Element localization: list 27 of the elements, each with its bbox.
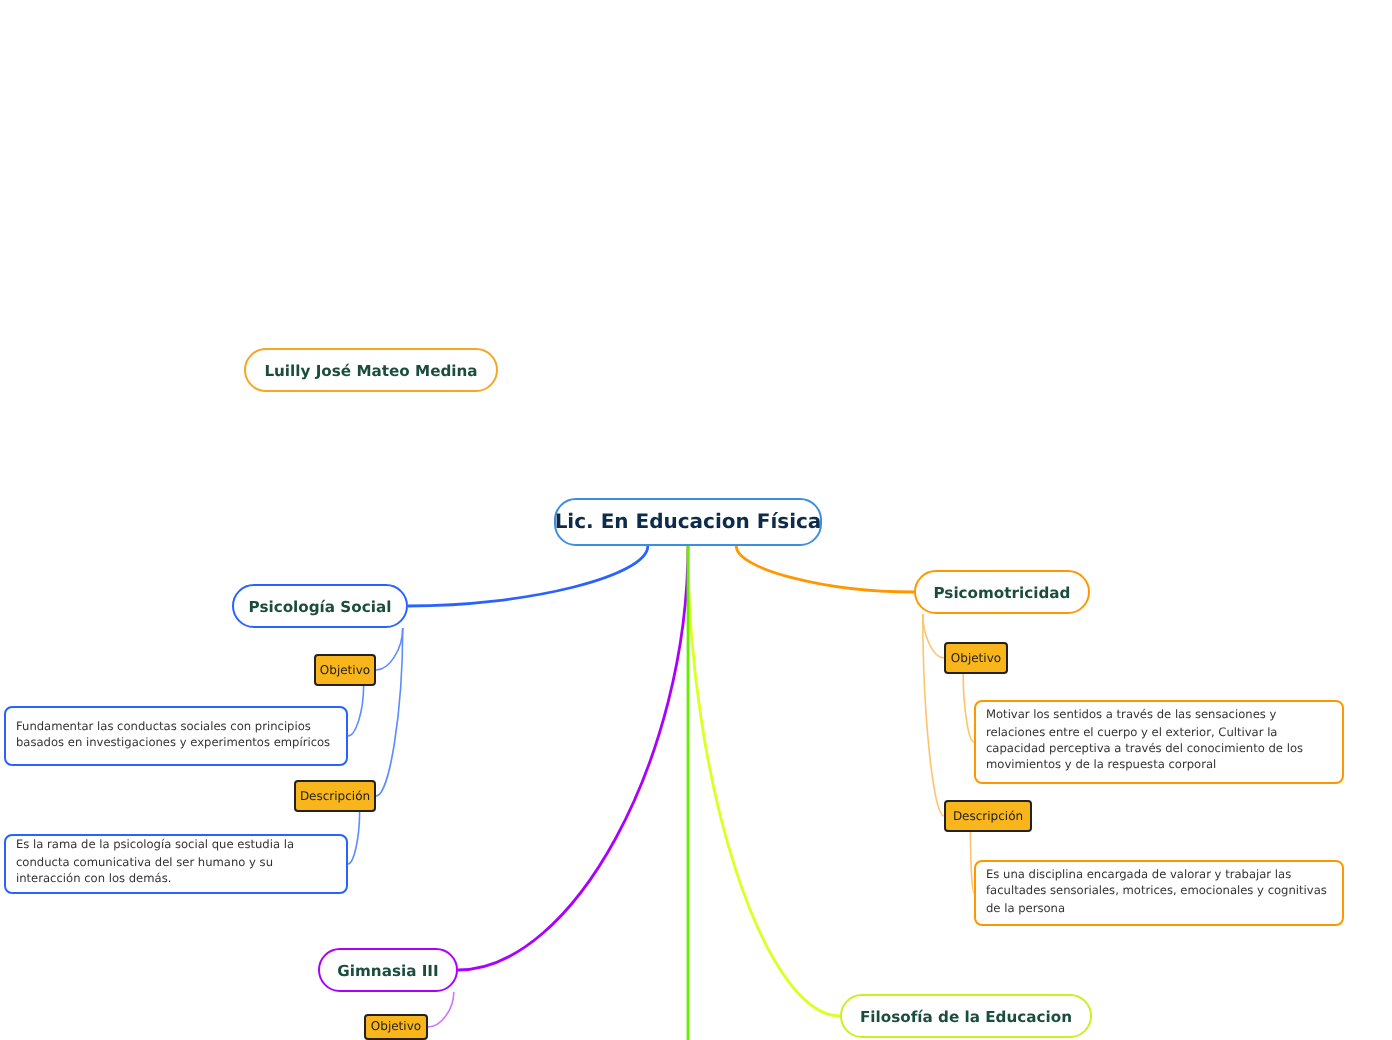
topic-box [914,570,1090,614]
connector-line [962,673,975,743]
connector-line [922,613,945,817]
topic-box [244,348,498,392]
note-box [974,700,1344,784]
connector-line [375,627,404,797]
connector-line [969,831,975,894]
connector-line [734,545,915,594]
note-box [4,834,348,894]
connector-line [686,546,690,1040]
label-tag [314,654,376,686]
topic-box [232,584,408,628]
connector-line [427,991,455,1028]
connector-line [407,545,650,608]
note-box [974,860,1344,926]
label-tag [944,642,1008,674]
label-tag [364,1014,428,1040]
topic-box [318,948,458,992]
topic-title: Lic. En Educacion Física [554,511,822,533]
label-tag [294,780,376,812]
connector-line [347,811,361,865]
connector-line [457,545,690,972]
note-box [4,706,348,766]
topic-box [840,994,1092,1038]
label-tag [944,800,1032,832]
connector-line [347,685,365,737]
central-topic [554,498,822,546]
